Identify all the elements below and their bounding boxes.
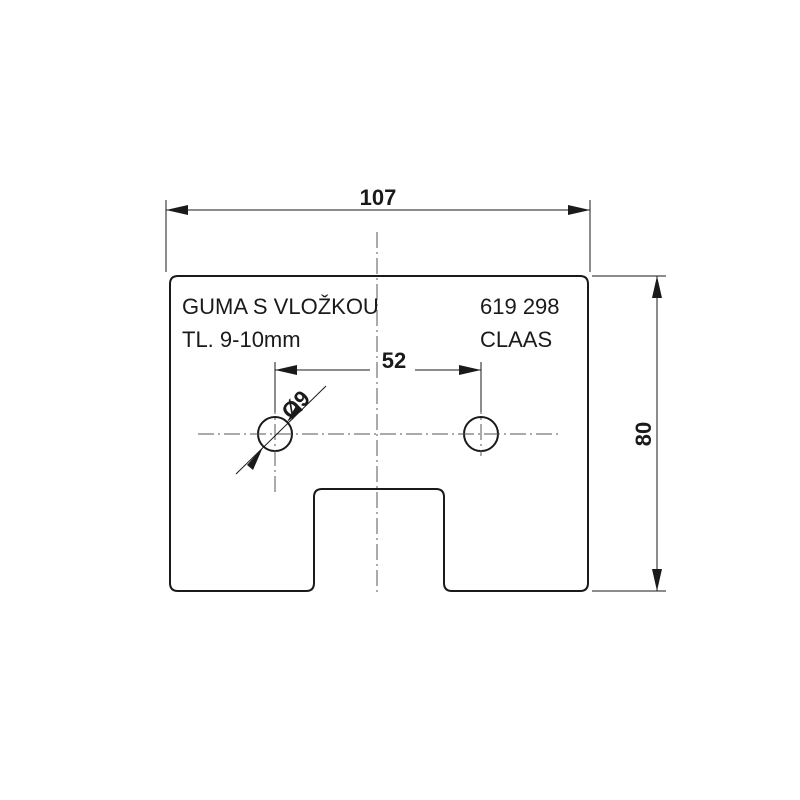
- part-brand-label: CLAAS: [480, 327, 552, 352]
- hole-spacing-dimension: 52: [274, 348, 482, 412]
- width-arrow-right: [568, 205, 590, 215]
- height-arrow-top: [652, 276, 662, 298]
- hole-diameter-dimension: Ø9: [235, 385, 327, 475]
- diameter-arrow-lower: [247, 447, 263, 470]
- height-dimension-label: 80: [631, 422, 656, 446]
- diameter-arrow-upper: [287, 404, 303, 422]
- diameter-leader-line: [235, 385, 327, 475]
- spacing-arrow-right: [459, 365, 481, 375]
- height-arrow-bottom: [652, 569, 662, 591]
- part-thickness-label: TL. 9-10mm: [182, 327, 301, 352]
- height-dimension: 80: [592, 275, 666, 592]
- part-name-label: GUMA S VLOŽKOU: [182, 294, 379, 319]
- width-dimension-label: 107: [360, 185, 397, 210]
- width-arrow-left: [166, 205, 188, 215]
- part-code-label: 619 298: [480, 294, 560, 319]
- spacing-arrow-left: [275, 365, 297, 375]
- width-dimension: 107: [165, 185, 591, 272]
- part-outline: [169, 275, 589, 592]
- hole-spacing-label: 52: [382, 348, 406, 373]
